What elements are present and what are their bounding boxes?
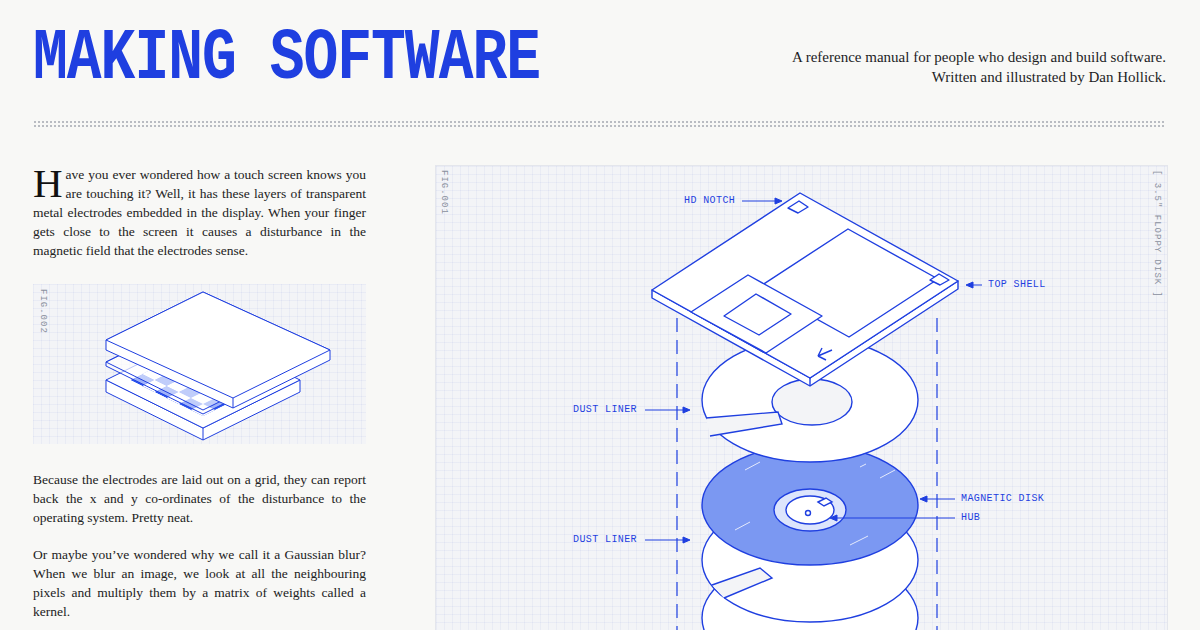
touchscreen-illustration — [33, 284, 366, 444]
part-label: MAGNETIC DISK — [961, 493, 1044, 505]
subtitle: A reference manual for people who design… — [792, 47, 1166, 67]
paragraph: Or maybe you’ve wondered why we call it … — [33, 545, 366, 621]
part-label: HD NOTCH — [684, 195, 735, 207]
paragraph: Because the electrodes are laid out on a… — [33, 470, 366, 527]
part-label: DUST LINER — [573, 534, 637, 546]
top-shell — [652, 193, 958, 386]
leader-lines — [645, 198, 982, 543]
page-title: MAKING SOFTWARE — [33, 23, 540, 96]
figure-caption: [ 3.5" FLOPPY DISK ] — [1151, 170, 1162, 298]
figure-number: FIG.002 — [37, 289, 48, 334]
top-layer — [106, 292, 330, 408]
figure-number: FIG.001 — [438, 170, 449, 215]
part-label: TOP SHELL — [988, 279, 1046, 291]
part-label: DUST LINER — [573, 404, 637, 416]
magnetic-disk — [702, 445, 918, 565]
paragraph: Have you ever wondered how a touch scree… — [33, 165, 366, 260]
part-label: HUB — [961, 512, 980, 524]
floppy-disk-illustration — [435, 165, 1166, 630]
subtitle: Written and illustrated by Dan Hollick. — [932, 67, 1166, 87]
separator — [33, 120, 1166, 128]
